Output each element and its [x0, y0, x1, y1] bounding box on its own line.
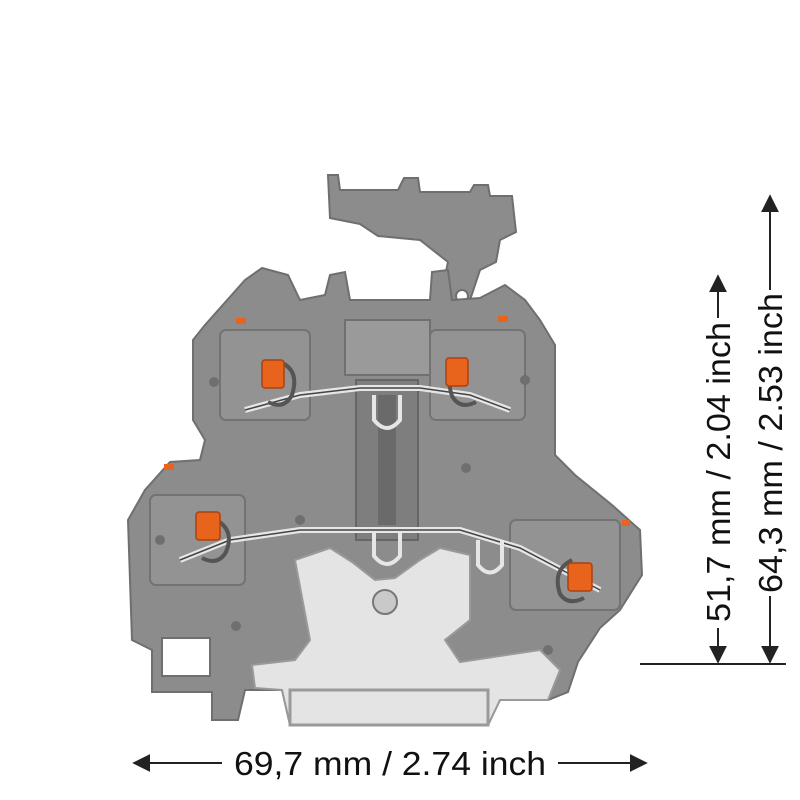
outer-height-label: 64,3 mm / 2.53 inch — [752, 293, 789, 593]
upper-right-lever — [445, 357, 469, 387]
din-rail-foot — [250, 546, 562, 726]
center-slot — [378, 395, 396, 525]
lower-right-spring — [555, 558, 585, 604]
lower-right-lever — [567, 562, 593, 592]
upper-right-tab — [498, 316, 508, 322]
dimension-lines: 69,7 mm / 2.74 inch 51,7 mm / 2.04 inch … — [132, 194, 789, 782]
width-label: 69,7 mm / 2.74 inch — [234, 745, 546, 782]
upper-center-panel — [344, 319, 431, 376]
lower-right-tab — [622, 520, 630, 526]
jumper-carrier — [326, 174, 518, 301]
upper-left-tab — [236, 318, 246, 324]
upper-left-lever — [261, 359, 285, 389]
center-lower-spring — [372, 532, 402, 566]
upper-right-clamp-housing — [429, 329, 526, 421]
lower-left-spring — [201, 516, 231, 563]
terminal-block — [126, 174, 644, 727]
right-lower-small-spring — [476, 540, 504, 575]
din-rail — [288, 688, 490, 727]
left-foot-opening — [161, 637, 211, 677]
lower-left-tab — [164, 464, 174, 470]
center-upper-spring — [372, 395, 402, 430]
upper-left-spring — [267, 360, 297, 407]
lower-left-lever — [195, 511, 221, 541]
inner-height-label: 51,7 mm / 2.04 inch — [700, 322, 737, 622]
